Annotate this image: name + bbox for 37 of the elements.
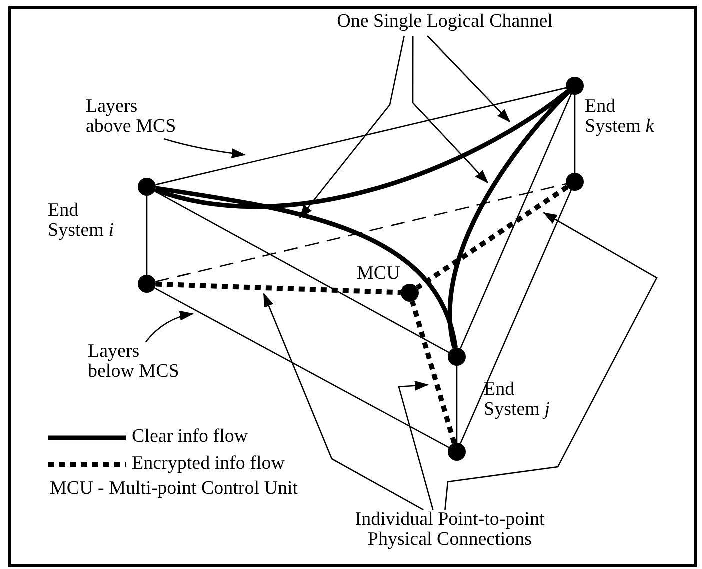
connector-line [574, 95, 576, 173]
endpoint-dot [448, 443, 466, 461]
leader-arrow [398, 380, 434, 510]
node-label: End System i [48, 201, 115, 241]
callout-text: Individual Point-to-point Physical Connections [330, 510, 570, 550]
connector-line [456, 366, 458, 443]
endpoint-dot [566, 173, 584, 191]
leader-arrow [444, 212, 658, 510]
callout-text: One Single Logical Channel [300, 12, 590, 32]
clear-flow-curve [154, 90, 570, 209]
node-label: End System j [484, 380, 551, 420]
legend-text: Clear info flow [132, 427, 248, 447]
endpoint-dot [138, 275, 156, 293]
encrypted-flow-line [410, 300, 457, 444]
connector-line [156, 87, 566, 186]
callout-text: Layers below MCS [88, 342, 188, 382]
legend-text: Encrypted info flow [132, 454, 286, 474]
encrypted-flow-line [156, 282, 402, 296]
encrypted-flow-line [416, 184, 569, 290]
dashed-line [156, 183, 566, 283]
leader-arrow [412, 36, 489, 184]
endpoint-dot [448, 348, 466, 366]
connector-line [154, 288, 450, 448]
endpoint-dot [566, 77, 584, 95]
leader-arrow [146, 311, 194, 342]
endpoint-dot [401, 284, 419, 302]
endpoint-dot [138, 178, 156, 196]
node-label: MCU [357, 264, 402, 284]
connector-line [460, 190, 572, 444]
connector-line [146, 196, 148, 275]
leader-arrow [263, 293, 424, 511]
leader-arrow [427, 36, 511, 123]
note-text: MCU - Multi-point Control Unit [50, 479, 298, 499]
leader-arrow [164, 138, 246, 158]
callout-text: Layers above MCS [86, 97, 186, 137]
node-label: End System k [585, 97, 656, 137]
leader-arrow [299, 36, 406, 219]
